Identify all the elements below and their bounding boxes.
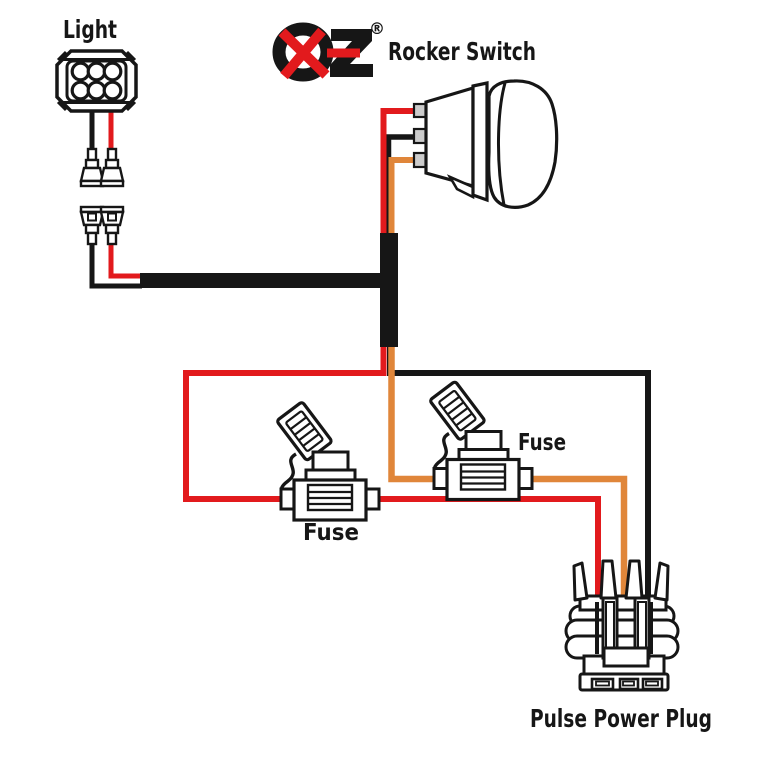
connector-lower-left <box>79 205 105 246</box>
led-lens <box>102 80 123 101</box>
led-lens <box>86 61 107 82</box>
fuse-bottom-label: Fuse <box>303 520 359 546</box>
connector-upper-right <box>99 147 125 188</box>
switch-orange-wire <box>388 157 418 242</box>
pulse-power-plug <box>564 559 680 692</box>
plug-prongs <box>572 559 670 602</box>
fuse-right-tab <box>517 467 534 490</box>
light-corner-braces <box>56 50 137 112</box>
light-red-wire <box>108 108 142 279</box>
plug-center-block <box>602 646 650 668</box>
led-lens <box>102 61 123 82</box>
plug-prong <box>572 561 589 602</box>
switch-body-lip <box>446 174 475 200</box>
led-lens <box>70 61 91 82</box>
fuse-left-tab <box>279 487 296 511</box>
fuse-holder-top <box>429 380 534 502</box>
fuse-cap-top <box>311 450 350 472</box>
light-label: Light <box>63 15 117 44</box>
fuse-cap-top <box>464 430 503 451</box>
rocker-switch <box>412 79 559 209</box>
fuse-top-label: Fuse <box>518 430 566 456</box>
plug-prong <box>599 559 618 600</box>
quick-disconnect-connectors <box>79 147 125 246</box>
connector-lower-right <box>99 205 125 246</box>
fuse-left-tab <box>432 467 449 490</box>
fuse-ribs <box>461 470 505 485</box>
fuse-cover <box>429 380 486 441</box>
plug-red-wire <box>183 340 601 600</box>
plug-top-collar <box>578 594 668 612</box>
plug-prong <box>624 559 644 600</box>
light-black-wire <box>89 108 142 289</box>
fuse-holder-bottom <box>276 401 381 522</box>
switch-rocker-crease <box>497 82 507 206</box>
fuse-body <box>445 457 521 502</box>
wires <box>89 108 651 600</box>
harness-horizontal-loom <box>140 273 398 288</box>
registered-trademark-symbol: ® <box>369 19 385 38</box>
switch-red-wire <box>380 108 418 242</box>
connector-upper-left <box>79 147 105 188</box>
rocker-switch-label: Rocker Switch <box>388 37 536 66</box>
switch-terminal-bottom <box>412 151 428 169</box>
oz-logo: ® <box>272 19 385 82</box>
switch-body <box>424 85 475 189</box>
fuse-body <box>292 478 368 522</box>
led-lens <box>70 80 91 101</box>
switch-bezel <box>471 81 489 203</box>
fuse-ribs <box>308 490 352 506</box>
plug-prong <box>653 561 670 602</box>
switch-terminal-top <box>412 102 428 119</box>
switch-rocker <box>487 79 559 209</box>
plug-guide-rod <box>595 602 599 654</box>
led-lenses <box>70 61 123 101</box>
plug-guide-rod <box>649 602 653 654</box>
logo-z-strike-mark <box>327 48 360 58</box>
harness-vertical-loom <box>380 233 398 347</box>
fuse-right-tab <box>364 487 381 511</box>
light-unit <box>55 49 138 113</box>
switch-terminal-middle <box>412 127 428 145</box>
pulse-power-plug-label: Pulse Power Plug <box>530 704 712 733</box>
plug-bottom-tabs <box>590 677 664 691</box>
wiring-harness <box>140 233 398 347</box>
logo-red-x-mark <box>278 27 330 80</box>
led-lens <box>86 80 107 101</box>
